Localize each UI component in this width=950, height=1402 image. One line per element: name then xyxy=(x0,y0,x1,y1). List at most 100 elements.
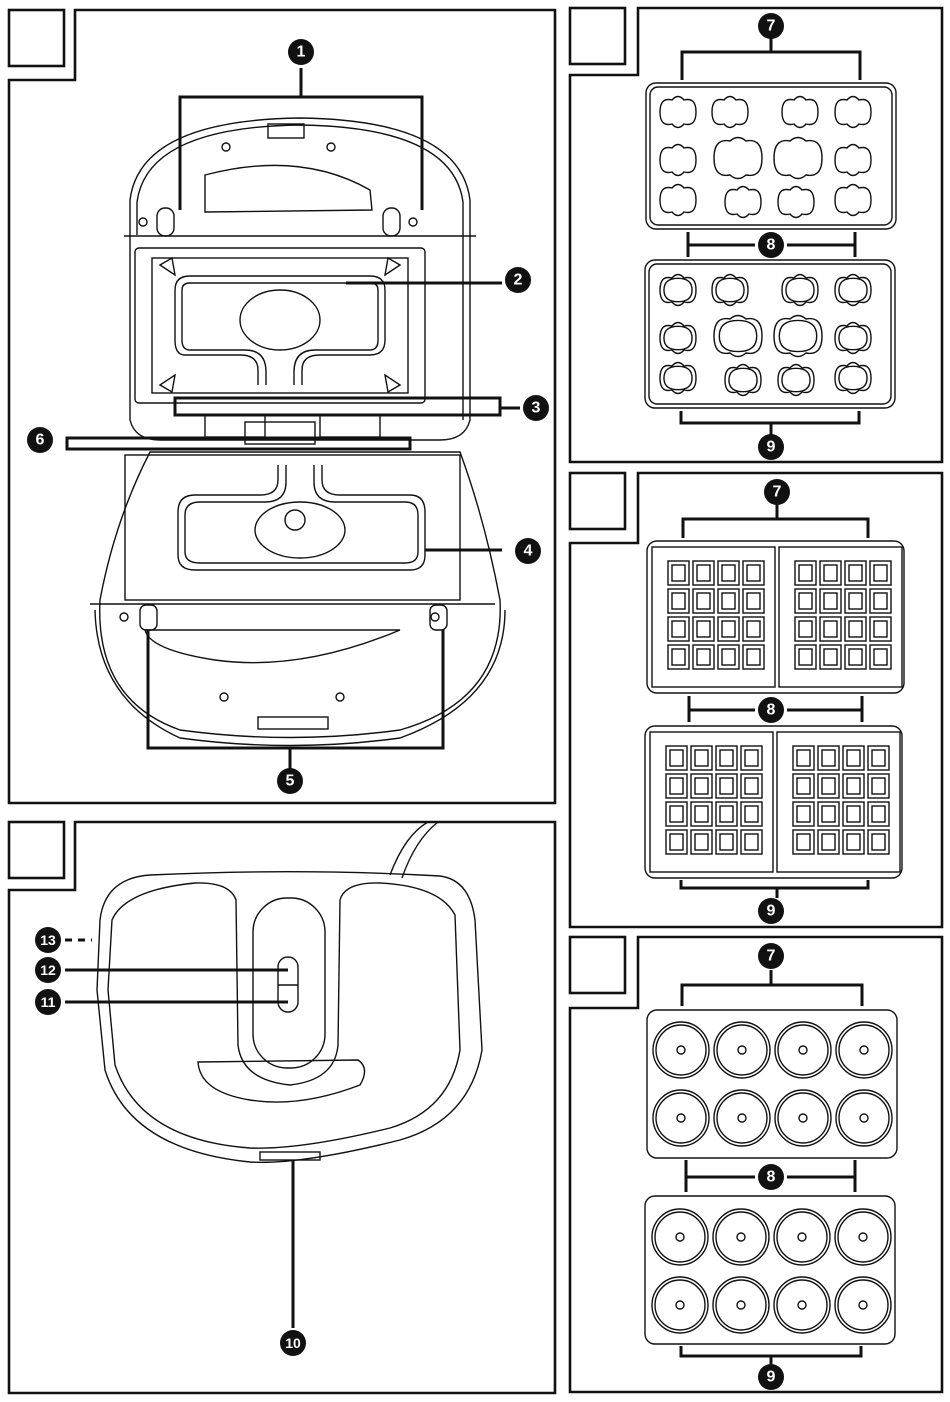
cookie-shape xyxy=(774,316,822,357)
callout-8: 8 xyxy=(758,232,784,258)
svg-text:9: 9 xyxy=(767,1369,776,1386)
handle-grip xyxy=(198,1060,365,1102)
cookie-shape xyxy=(714,138,762,179)
callout-13: 13 xyxy=(35,927,61,953)
svg-text:6: 6 xyxy=(36,432,45,449)
callout-4: 4 xyxy=(515,538,541,564)
donut-cavity xyxy=(713,1209,769,1265)
callout-5: 5 xyxy=(277,768,303,794)
hinge-post-left xyxy=(157,208,174,236)
callout-7: 7 xyxy=(758,13,784,39)
cookie-shape xyxy=(660,185,696,216)
cookie-shape xyxy=(835,275,871,306)
donut-cavity xyxy=(835,1277,891,1333)
callout-11: 11 xyxy=(35,989,61,1015)
cookie-shape xyxy=(778,187,814,218)
cookie-shape xyxy=(782,275,818,306)
donut-cavity xyxy=(835,1209,891,1265)
svg-text:12: 12 xyxy=(40,962,56,978)
svg-text:9: 9 xyxy=(767,903,776,920)
callout-9: 9 xyxy=(758,434,784,460)
svg-text:7: 7 xyxy=(773,484,782,501)
lid-handle-recess xyxy=(205,165,372,212)
donut-cavity xyxy=(774,1209,830,1265)
svg-text:1: 1 xyxy=(297,44,306,61)
cookie-shape xyxy=(782,97,818,128)
cookie-shape xyxy=(712,275,748,306)
power-cord xyxy=(390,822,438,878)
donut-cavity xyxy=(836,1022,892,1078)
callout-9: 9 xyxy=(758,1364,784,1390)
donut-cavity xyxy=(774,1277,830,1333)
callout-7: 7 xyxy=(758,943,784,969)
callout-2: 2 xyxy=(505,267,531,293)
cookie-shape xyxy=(660,275,696,306)
callout-10: 10 xyxy=(280,1330,306,1356)
svg-text:2: 2 xyxy=(514,272,523,289)
callout-7: 7 xyxy=(764,479,790,505)
cookie-plate-lower xyxy=(645,260,895,408)
cookie-shape xyxy=(725,187,761,218)
cookie-shape xyxy=(835,97,871,128)
base-handle-recess xyxy=(145,630,400,663)
svg-text:11: 11 xyxy=(41,994,56,1010)
cookie-shape xyxy=(774,138,822,179)
lower-heating-element xyxy=(178,465,425,570)
callout-12: 12 xyxy=(35,957,61,983)
panel-c: 7 8 9 xyxy=(570,473,942,927)
callout-8: 8 xyxy=(758,1164,784,1190)
cookie-shape xyxy=(725,365,761,396)
cookie-shape xyxy=(835,145,871,176)
cookie-plate-upper xyxy=(646,83,896,229)
cookie-shape xyxy=(712,97,748,128)
base-foot-left xyxy=(140,605,157,630)
svg-text:7: 7 xyxy=(767,18,776,35)
callout-8: 8 xyxy=(758,697,784,723)
panel-d-figure-box xyxy=(9,822,64,878)
closed-appliance xyxy=(97,872,482,1163)
donut-cavity xyxy=(652,1277,708,1333)
upper-plate xyxy=(135,248,425,403)
svg-text:7: 7 xyxy=(767,948,776,965)
svg-text:9: 9 xyxy=(767,439,776,456)
donut-cavity xyxy=(714,1022,770,1078)
svg-text:13: 13 xyxy=(40,932,56,948)
svg-text:5: 5 xyxy=(286,773,295,790)
panel-a: 1 2 3 6 4 5 xyxy=(9,10,555,803)
cookie-shape xyxy=(835,323,871,354)
svg-text:8: 8 xyxy=(767,1169,776,1186)
cookie-shape xyxy=(835,185,871,216)
cookie-shape xyxy=(660,97,696,128)
panel-e-figure-box xyxy=(570,937,625,993)
panel-b: 7 8 9 xyxy=(570,8,942,462)
lower-plate xyxy=(125,455,460,600)
callout-3: 3 xyxy=(523,395,549,421)
cookie-shape xyxy=(778,365,814,396)
panel-a-figure-box xyxy=(9,10,64,66)
svg-text:8: 8 xyxy=(767,702,776,719)
donut-cavity xyxy=(775,1022,831,1078)
cookie-shape xyxy=(714,316,762,357)
cookie-shape xyxy=(835,363,871,394)
donut-plate-lower xyxy=(645,1196,895,1344)
svg-text:3: 3 xyxy=(532,400,541,417)
panel-d: 13 12 11 10 xyxy=(9,822,555,1393)
donut-cavity xyxy=(836,1090,892,1146)
donut-cavity xyxy=(653,1022,709,1078)
lock-latch-lower xyxy=(258,717,328,729)
panel-b-frame xyxy=(570,8,942,462)
upper-heating-element xyxy=(175,276,385,385)
svg-text:8: 8 xyxy=(767,237,776,254)
cookie-shape xyxy=(660,323,696,354)
cookie-shape xyxy=(660,363,696,394)
hinge-post-right xyxy=(383,208,400,236)
panel-a-frame xyxy=(9,10,555,803)
callout-1: 1 xyxy=(288,39,314,65)
donut-cavity xyxy=(714,1090,770,1146)
cookie-shape xyxy=(660,145,696,176)
donut-cavity xyxy=(775,1090,831,1146)
callout-9: 9 xyxy=(758,898,784,924)
callout-6: 6 xyxy=(27,427,53,453)
panel-e-frame xyxy=(570,937,942,1392)
